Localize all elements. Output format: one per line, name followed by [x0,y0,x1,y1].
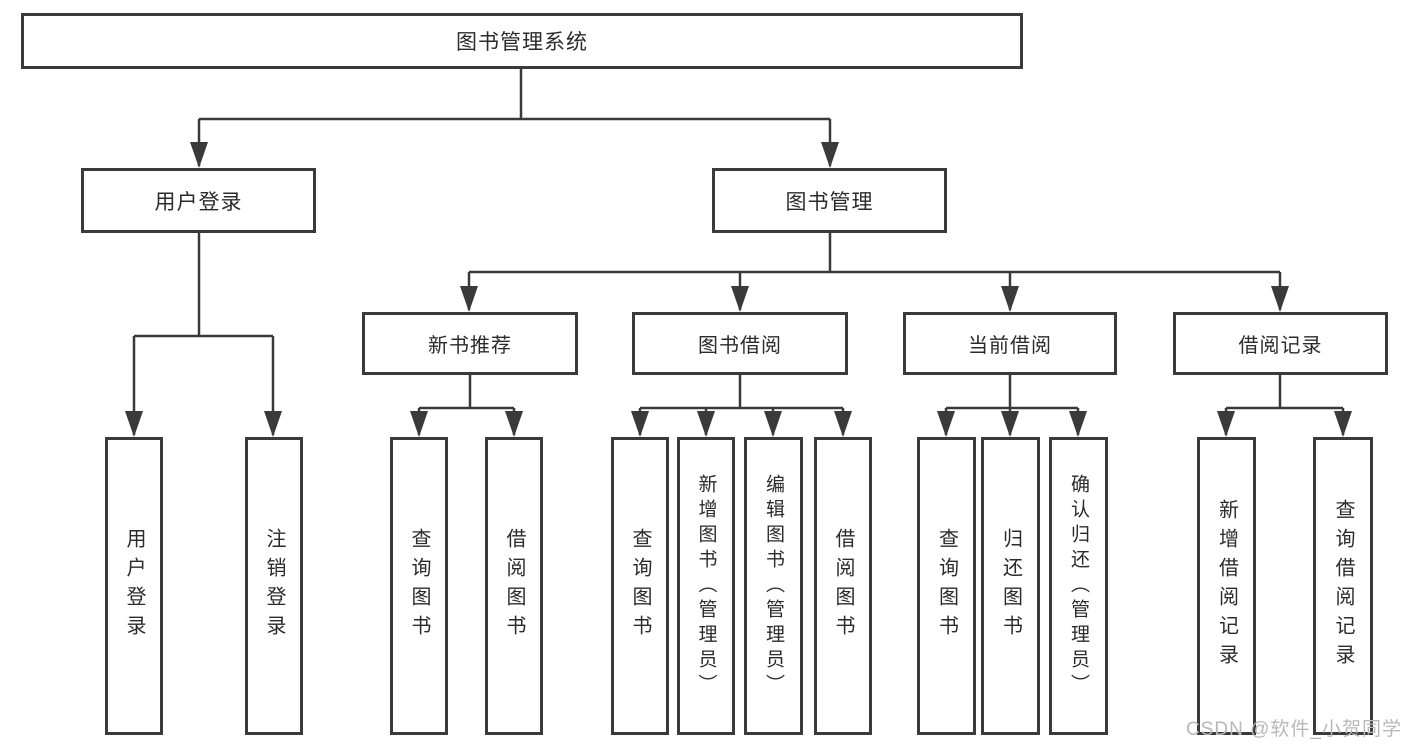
leaf-logout: 注销登录 [245,437,303,735]
leaf-newbooks-query: 查询图书 [390,437,448,735]
node-book-borrow-label: 图书借阅 [698,335,782,357]
leaf-current-query-label: 查询图书 [935,528,958,644]
leaf-current-return: 归还图书 [981,437,1040,735]
node-new-books-label: 新书推荐 [428,335,512,357]
node-root: 图书管理系统 [21,13,1023,69]
leaf-borrow-add-label: 新增图书（管理员） [695,473,717,699]
leaf-records-query: 查询借阅记录 [1313,437,1373,735]
node-root-label: 图书管理系统 [456,31,588,54]
node-book-management-label: 图书管理 [785,190,874,214]
leaf-current-return-label: 归还图书 [999,528,1022,644]
leaf-records-add-label: 新增借阅记录 [1215,499,1238,673]
leaf-borrow-add: 新增图书（管理员） [677,437,735,735]
node-current-borrow-label: 当前借阅 [968,335,1052,357]
leaf-records-query-label: 查询借阅记录 [1332,499,1354,673]
node-user-login: 用户登录 [81,168,316,233]
node-book-management: 图书管理 [712,168,947,233]
node-new-books: 新书推荐 [362,312,578,375]
leaf-user-login: 用户登录 [105,437,163,735]
leaf-current-confirm-label: 确认归还（管理员） [1068,473,1089,699]
leaf-records-add: 新增借阅记录 [1197,437,1256,735]
leaf-borrow-query: 查询图书 [611,437,669,735]
node-borrow-records: 借阅记录 [1173,312,1388,375]
leaf-borrow-edit-label: 编辑图书（管理员） [763,473,784,699]
leaf-logout-label: 注销登录 [263,528,285,644]
node-user-login-label: 用户登录 [154,190,243,214]
leaf-borrow-borrow-label: 借阅图书 [832,528,854,644]
leaf-borrow-edit: 编辑图书（管理员） [744,437,803,735]
leaf-current-query: 查询图书 [917,437,976,735]
leaf-borrow-borrow: 借阅图书 [814,437,872,735]
node-borrow-records-label: 借阅记录 [1238,335,1323,357]
csdn-watermark: CSDN @软件_小贺同学 [1186,719,1402,740]
node-book-borrow: 图书借阅 [632,312,848,375]
leaf-borrow-query-label: 查询图书 [629,528,651,644]
node-current-borrow: 当前借阅 [903,312,1117,375]
leaf-current-confirm: 确认归还（管理员） [1049,437,1108,735]
leaf-newbooks-borrow: 借阅图书 [485,437,543,735]
leaf-user-login-label: 用户登录 [123,528,145,644]
leaf-newbooks-borrow-label: 借阅图书 [503,528,525,644]
leaf-newbooks-query-label: 查询图书 [408,528,430,644]
